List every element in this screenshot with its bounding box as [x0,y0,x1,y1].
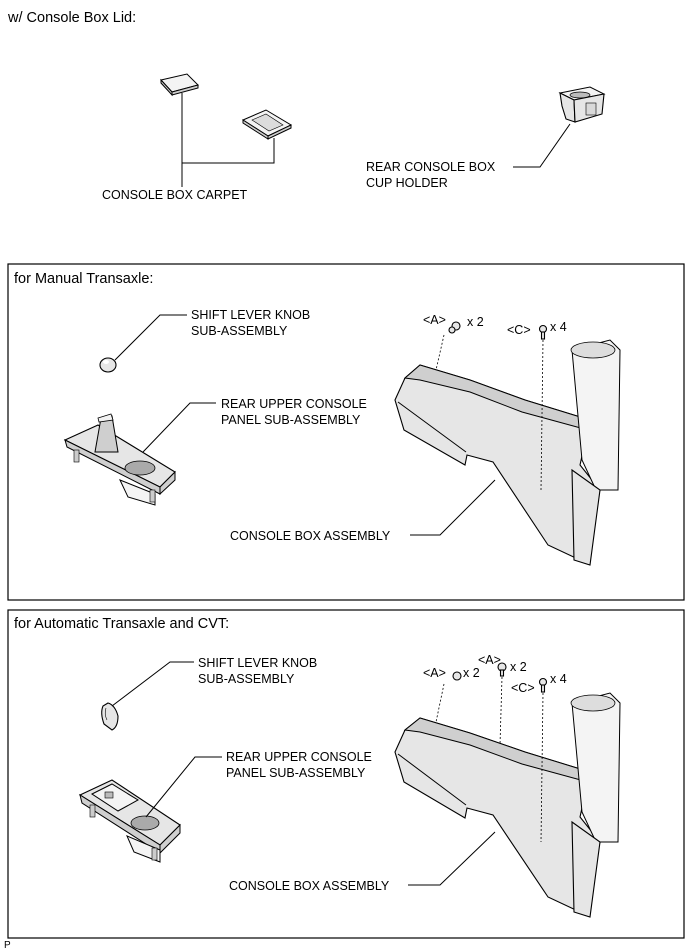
automatic-console-leader [408,831,496,886]
manual-knob-leader [114,314,187,361]
manual-panel-leader [142,402,216,453]
manual-fastener-c-qty: x 4 [550,320,567,334]
manual-fastener-a-dash [435,334,445,371]
console-box-carpet-large [241,109,293,140]
manual-rear-upper-console-panel [63,413,176,506]
automatic-fastener-a1-qty: x 2 [463,666,480,680]
cup-holder-label-2: CUP HOLDER [366,176,448,190]
automatic-heading: for Automatic Transaxle and CVT: [14,616,229,632]
manual-panel-label-2: PANEL SUB-ASSEMBLY [221,413,361,427]
manual-fastener-c-label: <C> [507,323,531,337]
manual-shift-knob [99,357,117,373]
carpet-label: CONSOLE BOX CARPET [102,188,248,202]
automatic-rear-upper-console-panel [78,779,181,863]
automatic-console-box-assembly [394,692,621,918]
manual-fastener-a-label: <A> [423,313,446,327]
automatic-fastener-a2-label: <A> [478,653,501,667]
manual-fastener-a [448,321,461,334]
automatic-fastener-a2-dash [499,676,503,746]
manual-knob-label-1: SHIFT LEVER KNOB [191,308,310,322]
automatic-fastener-a2-qty: x 2 [510,660,527,674]
automatic-fastener-a2 [497,662,507,677]
automatic-fastener-c-dash [540,692,544,843]
automatic-fastener-c [538,677,548,693]
automatic-fastener-a1-label: <A> [423,666,446,680]
automatic-fastener-a1 [452,671,462,681]
automatic-panel-label-2: PANEL SUB-ASSEMBLY [226,766,366,780]
automatic-knob-leader [111,661,194,707]
manual-heading: for Manual Transaxle: [14,271,153,287]
manual-fastener-a-qty: x 2 [467,315,484,329]
automatic-knob-label-1: SHIFT LEVER KNOB [198,656,317,670]
manual-console-leader [410,479,496,536]
rear-console-box-cup-holder [558,86,606,123]
manual-console-label: CONSOLE BOX ASSEMBLY [230,529,391,543]
manual-console-box-assembly [394,339,621,566]
cup-holder-label-1: REAR CONSOLE BOX [366,160,496,174]
cup-holder-leader [513,123,571,168]
automatic-fastener-a1-dash [435,683,445,723]
automatic-shift-knob [101,702,119,731]
automatic-knob-label-2: SUB-ASSEMBLY [198,672,295,686]
manual-section-frame [7,263,685,601]
automatic-console-label: CONSOLE BOX ASSEMBLY [229,879,390,893]
automatic-fastener-c-label: <C> [511,681,535,695]
manual-panel-label-1: REAR UPPER CONSOLE [221,397,367,411]
automatic-panel-label-1: REAR UPPER CONSOLE [226,750,372,764]
manual-fastener-c [538,324,548,340]
automatic-fastener-c-qty: x 4 [550,672,567,686]
automatic-panel-leader [145,756,222,818]
footer-mark: P [4,940,11,951]
top-heading: w/ Console Box Lid: [7,10,136,26]
carpet-leader-lines [181,93,275,187]
console-box-carpet-small [160,73,199,97]
manual-knob-label-2: SUB-ASSEMBLY [191,324,288,338]
manual-fastener-c-dash [540,339,544,491]
automatic-section-frame [7,609,685,939]
